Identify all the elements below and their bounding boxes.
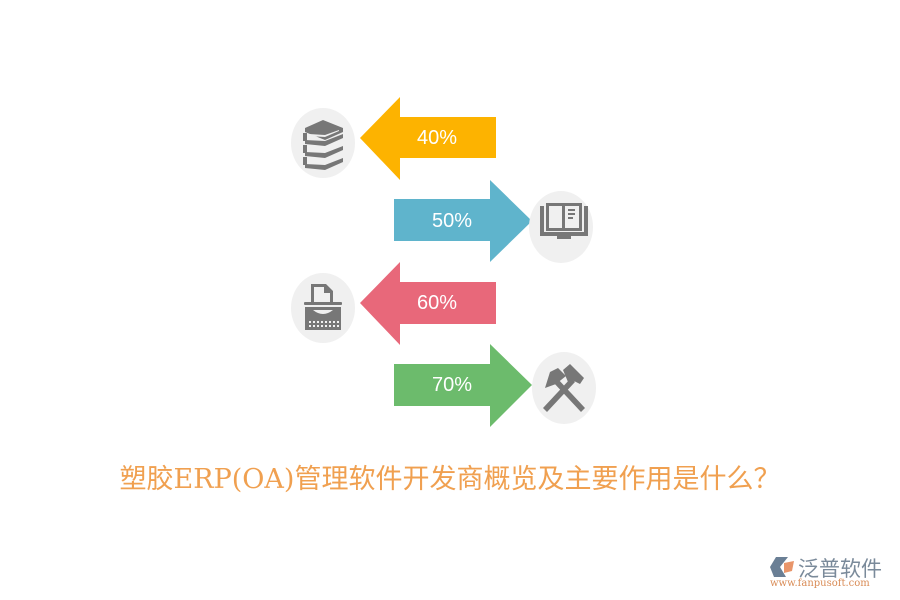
open-book-icon: [529, 191, 593, 263]
brand-logo[interactable]: 泛普软件 www.fanpusoft.com: [768, 553, 898, 598]
arrow-left-40: [360, 97, 496, 180]
arrow-right-70: [394, 344, 532, 427]
arrow-label-70: 70%: [431, 374, 473, 396]
logo-url: www.fanpusoft.com: [770, 578, 870, 589]
arrow-left-60: [360, 262, 496, 345]
arrow-label-60: 60%: [416, 292, 458, 314]
arrow-label-40: 40%: [416, 127, 458, 149]
fanpu-logo-icon: [770, 557, 794, 577]
books-icon: [291, 108, 355, 178]
arrow-label-50: 50%: [431, 210, 473, 232]
logo-name: 泛普软件: [798, 557, 882, 581]
hammers-icon: [532, 352, 596, 424]
typewriter-icon: [291, 273, 355, 343]
arrow-right-50: [394, 180, 532, 262]
page-title: 塑胶ERP(OA)管理软件开发商概览及主要作用是什么？: [119, 464, 781, 495]
